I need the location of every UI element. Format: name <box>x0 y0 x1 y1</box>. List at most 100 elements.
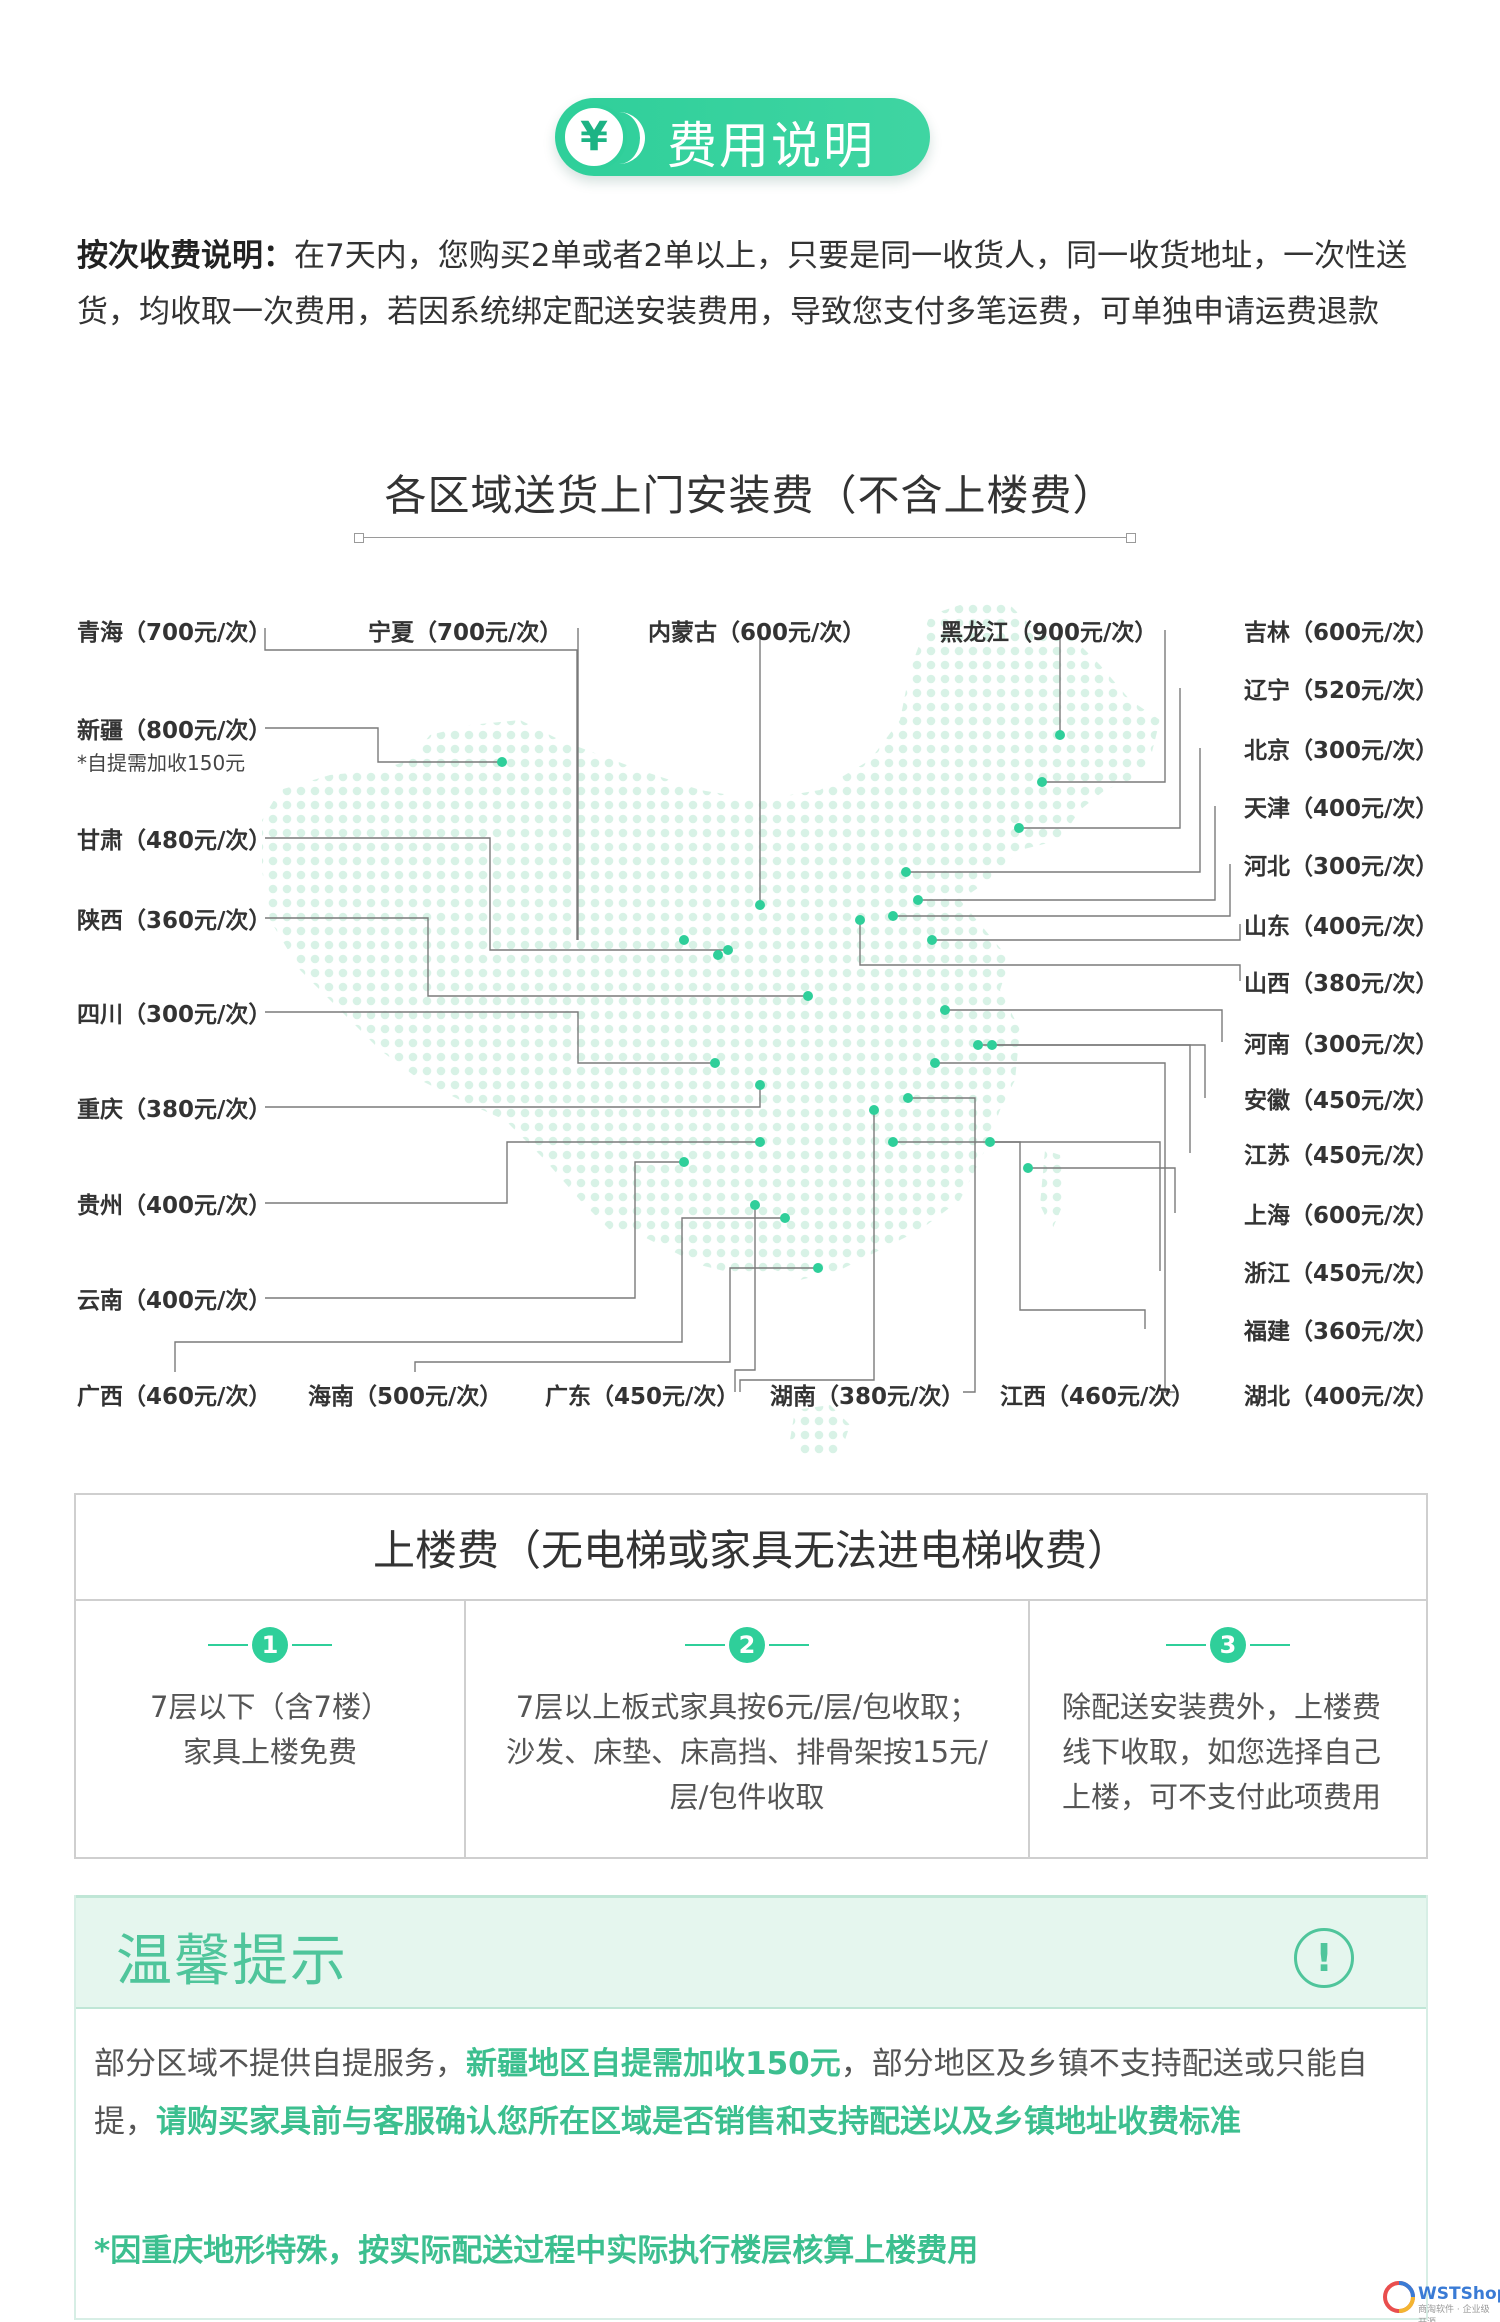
tip-text-2: ，部分地区及乡镇不支持配送或只能自提， <box>94 2046 1368 2140</box>
region-leader-line <box>265 917 808 997</box>
china-region-map: 青海（700元/次）宁夏（700元/次）内蒙古（600元/次）黑龙江（900元/… <box>77 600 1438 1460</box>
region-dot <box>679 1157 689 1167</box>
region-fee-label: 上海（600元/次） <box>1244 1202 1438 1229</box>
region-leader-line <box>265 837 728 951</box>
step-number-1: 1 <box>76 1625 464 1665</box>
stairs-fee-text-2: 7层以上板式家具按6元/层/包收取；沙发、床垫、床高挡、排骨架按15元/层/包件… <box>506 1690 988 1814</box>
region-dot <box>780 1213 790 1223</box>
region-leader-line <box>893 1141 1161 1271</box>
region-dot <box>497 757 507 767</box>
region-dot <box>927 935 937 945</box>
region-leader-line <box>174 1217 785 1372</box>
stairs-fee-text-1: 7层以下（含7楼） 家具上楼免费 <box>150 1690 390 1769</box>
region-leader-line <box>908 1097 976 1393</box>
stairs-fee-text-3: 除配送安装费外，上楼费线下收取，如您选择自己上楼，可不支付此项费用 <box>1062 1690 1382 1814</box>
region-fee-label: 江西（460元/次） <box>1000 1383 1194 1410</box>
region-leader-line <box>990 1141 1146 1329</box>
region-fee-label: 重庆（380元/次） <box>77 1096 271 1123</box>
region-dot <box>888 1137 898 1147</box>
region-fee-label: 河南（300元/次） <box>1244 1031 1438 1058</box>
region-fee-label: 黑龙江（900元/次） <box>940 619 1157 646</box>
region-dot <box>940 1005 950 1015</box>
warm-tip-title: 温馨提示 <box>116 1929 348 1994</box>
region-dot <box>679 935 689 945</box>
tip-highlight-xinjiang: 新疆地区自提需加收150元 <box>466 2046 841 2082</box>
region-leader-line <box>992 1044 1191 1153</box>
region-leader-line <box>1042 630 1166 783</box>
map-title: 各区域送货上门安装费（不含上楼费） <box>384 471 1116 520</box>
stairs-fee-col-2: 2 7层以上板式家具按6元/层/包收取；沙发、床垫、床高挡、排骨架按15元/层/… <box>464 1601 1028 1859</box>
section-title: 费用说明 <box>667 117 875 175</box>
region-dot <box>930 1058 940 1068</box>
warm-tip-header: 温馨提示 ! <box>76 1895 1426 2009</box>
stairs-fee-table: 上楼费（无电梯或家具无法进电梯收费） 1 7层以下（含7楼） 家具上楼免费 2 … <box>74 1493 1428 1859</box>
region-fee-label: 甘肃（480元/次） <box>77 827 271 854</box>
brand-logo-icon <box>1383 2281 1415 2313</box>
step-number-2: 2 <box>466 1625 1028 1665</box>
chongqing-note: *因重庆地形特殊，按实际配送过程中实际执行楼层核算上楼费用 <box>94 2233 979 2269</box>
region-dot <box>913 895 923 905</box>
region-fee-label: 广西（460元/次） <box>77 1383 271 1410</box>
alert-icon: ! <box>1294 1928 1354 1988</box>
region-fee-label: 湖北（400元/次） <box>1244 1383 1438 1410</box>
number-1-badge: 1 <box>252 1627 288 1663</box>
region-fee-label: 青海（700元/次） <box>77 619 271 646</box>
region-dot <box>901 867 911 877</box>
region-leader-line <box>932 924 1241 941</box>
stairs-fee-col-1: 1 7层以下（含7楼） 家具上楼免费 <box>76 1601 464 1859</box>
region-dot <box>755 1080 765 1090</box>
region-leader-line <box>935 1062 1175 1393</box>
hainan-island-shape <box>790 1405 850 1460</box>
region-fee-label: 云南（400元/次） <box>77 1287 271 1314</box>
stairs-fee-title: 上楼费（无电梯或家具无法进电梯收费） <box>76 1495 1426 1601</box>
region-leader-line <box>265 1141 760 1204</box>
region-leader-line <box>1028 1167 1176 1213</box>
region-leader-line <box>734 1205 756 1392</box>
region-dot <box>750 1200 760 1210</box>
stairs-fee-col-3: 3 除配送安装费外，上楼费线下收取，如您选择自己上楼，可不支付此项费用 <box>1028 1601 1426 1859</box>
region-dot <box>903 1093 913 1103</box>
warm-tip-panel: 温馨提示 ! 部分区域不提供自提服务，新疆地区自提需加收150元，部分地区及乡镇… <box>74 1895 1428 2320</box>
region-fee-label: 安徽（450元/次） <box>1244 1087 1438 1114</box>
region-dot <box>713 950 723 960</box>
region-leader-line <box>739 1110 875 1392</box>
region-leader-line <box>1019 688 1181 829</box>
region-leader-line <box>265 727 502 763</box>
region-leader-line <box>264 628 578 940</box>
tip-highlight-confirm: 请购买家具前与客服确认您所在区域是否销售和支持配送以及乡镇地址收费标准 <box>156 2104 1241 2140</box>
region-dot <box>755 1137 765 1147</box>
region-dot <box>755 900 765 910</box>
region-fee-label: 福建（360元/次） <box>1243 1318 1438 1345</box>
region-dot <box>1023 1163 1033 1173</box>
region-fee-label: 贵州（400元/次） <box>77 1192 271 1219</box>
region-fee-label: 山东（400元/次） <box>1244 913 1438 940</box>
region-leader-line <box>859 920 1241 981</box>
warm-tip-body: 部分区域不提供自提服务，新疆地区自提需加收150元，部分地区及乡镇不支持配送或只… <box>94 2035 1396 2151</box>
brand-name: WSTShop <box>1418 2284 1500 2304</box>
region-leader-line <box>265 1161 684 1299</box>
region-dot <box>803 991 813 1001</box>
region-fee-label: 湖南（380元/次） <box>770 1383 964 1410</box>
region-fee-label: 内蒙古（600元/次） <box>648 619 865 646</box>
region-fee-label: 新疆（800元/次） <box>77 717 271 744</box>
region-leader-line <box>414 1267 818 1372</box>
region-fee-label: 北京（300元/次） <box>1244 737 1438 764</box>
region-leader-line <box>918 806 1216 901</box>
region-fee-label: 海南（500元/次） <box>308 1383 502 1410</box>
china-map-shape <box>262 600 1160 1280</box>
region-dot <box>710 1058 720 1068</box>
tip-text-1: 部分区域不提供自提服务， <box>94 2046 466 2082</box>
billing-description: 按次收费说明：在7天内，您购买2单或者2单以上，只要是同一收货人，同一收货地址，… <box>77 228 1437 340</box>
step-number-3: 3 <box>1030 1625 1426 1665</box>
region-leader-line <box>265 1011 715 1064</box>
region-fee-label: 江苏（450元/次） <box>1244 1142 1438 1169</box>
yen-icon: ¥ <box>561 104 645 170</box>
region-fee-label: 河北（300元/次） <box>1244 853 1438 880</box>
region-fee-label: 广东（450元/次） <box>545 1383 739 1410</box>
region-leader-line <box>945 1009 1223 1042</box>
region-dot <box>813 1263 823 1273</box>
region-leader-line <box>893 864 1231 917</box>
map-title-underline <box>354 533 1136 543</box>
billing-description-text: 在7天内，您购买2单或者2单以上，只要是同一收货人，同一收货地址，一次性送货，均… <box>77 238 1408 330</box>
region-dot <box>1014 823 1024 833</box>
